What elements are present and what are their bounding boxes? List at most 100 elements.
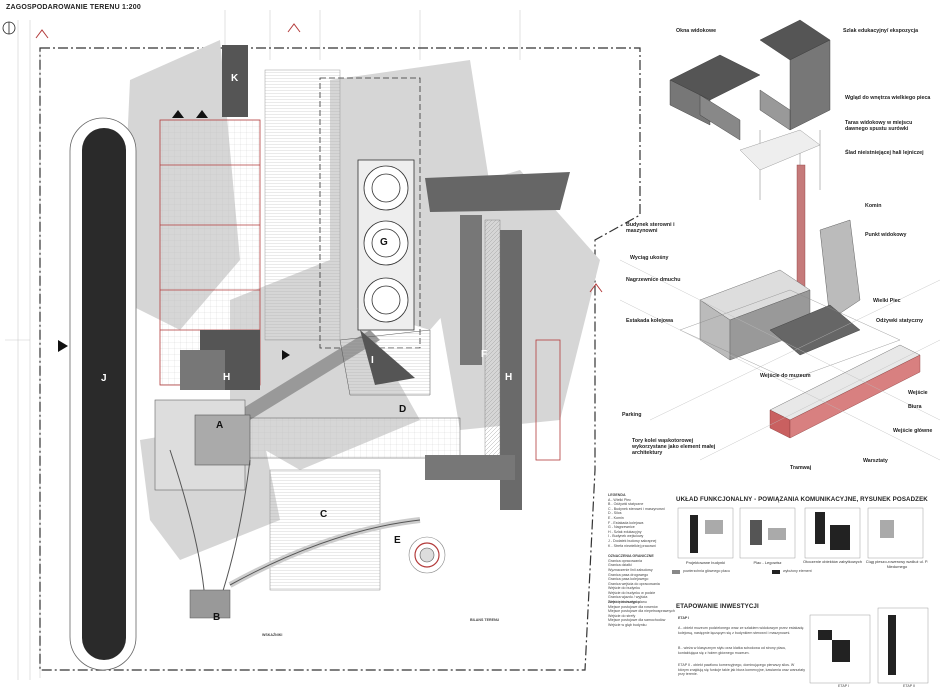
legend-item: Wyznaczenie linii zabudowy (608, 567, 653, 572)
axonometric-label: Wgląd do wnętrza wielkiego pieca (845, 95, 931, 101)
pipes-b (169, 449, 421, 601)
legend-item: Wejście do budynku (608, 586, 641, 591)
axonometric-label: Wyciąg ukośny (630, 255, 669, 261)
axonometric-label: Warsztaty (863, 458, 888, 464)
axonometric-label: Parking (622, 412, 642, 418)
functional-legend-2: wyłożony element (783, 569, 812, 573)
legend-item: Miejsce postojowe dla samochodów (608, 618, 666, 623)
axonometric-label: Szlak edukacyjny/ ekspozycja (843, 28, 919, 34)
phasing-map-label-1: ETAP I (838, 684, 850, 688)
zone-letter-h-right: H (505, 372, 513, 383)
axonometric-label: Wejście (908, 390, 928, 396)
stats-title-2: BILANS TERENU (470, 618, 500, 622)
zone-letter-f: F (481, 349, 488, 360)
legend-item: Granica pasa kolejowego (608, 577, 649, 582)
functional-panel-2: Plac - Legowisz (753, 560, 782, 565)
track-oval (69, 117, 137, 671)
building-k (222, 45, 248, 117)
axonometric-label: Biura (908, 404, 922, 410)
legend-item: D - Silos (608, 511, 622, 516)
axonometric-label: Wejście główne (893, 428, 933, 434)
zone-letter-g: G (380, 237, 388, 248)
legend-item: Granica wejścia do opracowania (608, 581, 660, 586)
legend-title: LEGENDA (608, 493, 626, 497)
legend-item: Granica opracowania (608, 558, 642, 563)
functional-panel-3: Otoczenie obiektów zabytkowych (803, 559, 862, 564)
zone-letter-i: I (371, 355, 374, 366)
zone-letter-d: D (399, 404, 407, 415)
conveyor (239, 417, 461, 459)
phasing-maps (809, 607, 929, 684)
legend-item: Granica działki (608, 563, 632, 568)
axonometric-label: Tory kolei wąskotorowej wykorzystane jak… (632, 438, 716, 456)
zone-letter-e: E (394, 535, 401, 546)
axonometric-label: Budynek sterowni i maszynowni (626, 222, 675, 234)
legend-item: Granica pasa drogowego (608, 572, 649, 577)
axonometric-label: Taras widokowy w miejscu dawnego spustu … (845, 120, 913, 132)
axonometric-label: Komin (865, 203, 882, 209)
zone-letter-h-left: H (223, 372, 231, 383)
site-plan-title: ZAGOSPODAROWANIE TERENU 1:200 (6, 4, 141, 11)
zone-letter-k: K (231, 73, 239, 84)
chimney-e (408, 536, 446, 574)
legend-item: Wejście w głąb budynku (608, 622, 647, 627)
zone-letter-b: B (213, 612, 221, 623)
phasing-stage-a: A - obiekt muzeum podzielonego wraz ze s… (678, 626, 804, 635)
legend-item: Wejście do budynku (608, 600, 641, 604)
legend2-title: OZNACZENIA GRANICZNE (608, 554, 654, 559)
legend-item: E - Komin (608, 515, 624, 520)
phasing-title: ETAPOWANIE INWESTYCJI (676, 603, 759, 610)
legend-item: Wejście do strefy (608, 613, 636, 618)
axonometric-label: Estakada kolejowa (626, 318, 674, 324)
axonometric-label: Wielki Piec (873, 298, 901, 304)
axonometric-label: Nagrzewnice dmuchu (626, 277, 681, 283)
legend-item: K - Strefa niewielkiej pracowni (608, 543, 656, 548)
north-arrow-icon (2, 21, 16, 35)
axonometric-drawing (619, 19, 941, 461)
axonometric-label: Punkt widokowy (865, 232, 907, 238)
phasing-stage-2: ETAP II - obiekt pawilonu komercyjnego, … (678, 663, 806, 677)
legend-item: Miejsce postojowe dla niepełnosprawnych (608, 609, 675, 614)
axonometric-label: Wejście do muzeum (760, 373, 811, 379)
functional-panel-1: Projektowane budynki (685, 560, 726, 565)
stats-title: WSKAŹNIKI (262, 633, 283, 637)
central-grid (264, 69, 341, 341)
building-f (460, 215, 482, 365)
axonometric-label: Tramwaj (790, 465, 812, 471)
phasing-stage-label: ETAP I (678, 616, 690, 620)
phasing-map-label-2: ETAP II (903, 684, 916, 688)
zone-letter-j: J (101, 373, 107, 384)
legend-item: Zieleń pierwszego planu (608, 600, 647, 605)
functional-panel-4: Ciąg pieszo-rowerowy wzdłuż ul. P. Niedu… (865, 559, 929, 569)
legend-item: Granica wjazdu / wyjścia (608, 595, 648, 600)
legend-item: Miejsce postojowe dla rowerów (608, 604, 658, 609)
zone-letter-a: A (216, 420, 224, 431)
legend-item: C - Budynek sterowni i maszynowni (608, 506, 665, 511)
functional-legend-1: powierzchnia głównego placu (683, 569, 730, 573)
legend-item: I - Budynek wejściowy (608, 534, 644, 539)
axonometric-label: Okna widokowe (676, 28, 717, 34)
roof-block (425, 172, 570, 212)
building-h-right (500, 230, 522, 510)
legend-item: B - Odżywki statyczne (608, 502, 644, 507)
furnace-a (154, 399, 251, 491)
legend-item: G - Nagrzewnice (608, 525, 635, 530)
legend-item: F - Estakada kolejowa (608, 520, 644, 525)
functional-panels (672, 507, 924, 574)
functional-title: UKŁAD FUNKCJONALNY - POWIĄZANIA KOMUNIKA… (676, 496, 928, 503)
legend-item: J - Dodatek budowy sakrapnej (608, 538, 657, 543)
entrance-markers (58, 110, 290, 360)
zone-letter-c: C (320, 509, 328, 520)
phasing-stage-b: B - wieża w klasycznym stylu oraz klatka… (678, 646, 787, 655)
legend-item: H - Szlak edukacyjny (608, 529, 642, 534)
legend-item: A - Wielki Piec (608, 497, 631, 502)
legend-item: Wejście do budynku w podzie (608, 590, 656, 595)
stoves-g (357, 159, 415, 331)
